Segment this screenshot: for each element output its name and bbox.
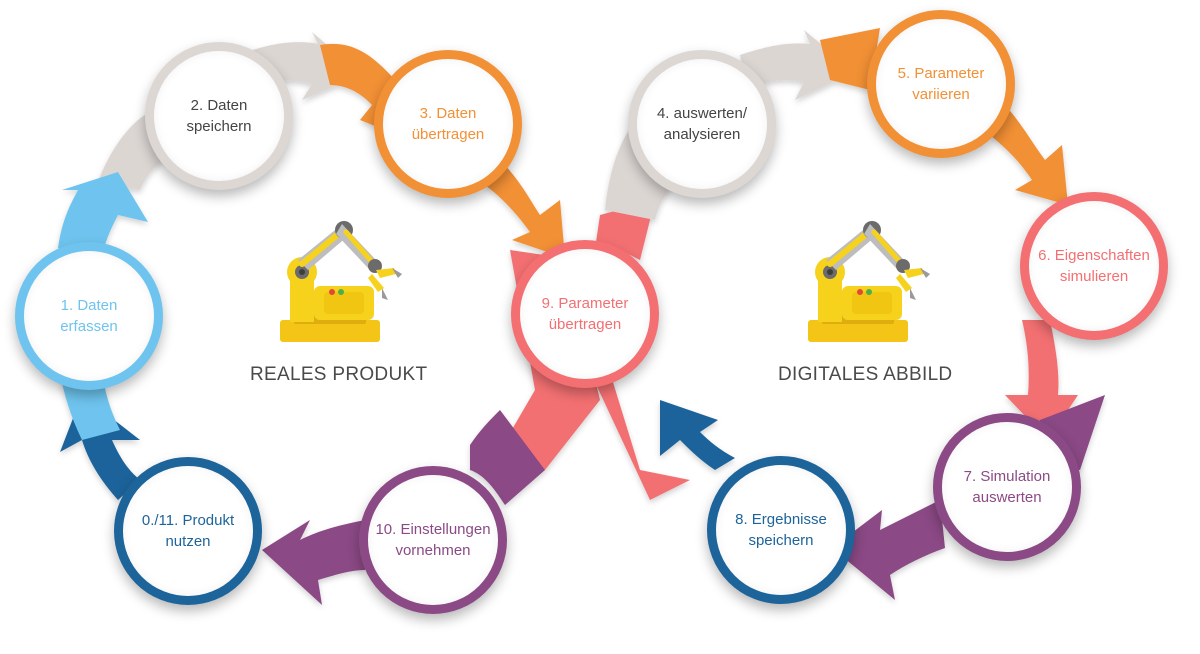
arrow-coral-6-7	[1005, 320, 1078, 440]
step-9-label-line2: übertragen	[548, 316, 622, 333]
step-5-node: 5. Parameter variieren	[867, 10, 1015, 158]
step-0-11-label-line2: nutzen	[165, 533, 211, 550]
step-1-label-line2: erfassen	[60, 318, 118, 335]
step-2-label-line1: 2. Daten	[190, 97, 248, 114]
arrow-purple-10-0	[262, 520, 365, 605]
step-8-node: 8. Ergebnisse speichern	[707, 456, 855, 604]
step-10-label-line1: 10. Einstellungen	[375, 521, 491, 538]
step-10-node: 10. Einstellungen vornehmen	[359, 466, 507, 614]
digitales-abbild-title: DIGITALES ABBILD	[778, 364, 953, 385]
step-4-label-line2: analysieren	[663, 126, 741, 143]
step-1-node: 1. Daten erfassen	[15, 242, 163, 390]
step-0-11-node: 0./11. Produkt nutzen	[114, 457, 262, 605]
step-8-label-line2: speichern	[748, 532, 814, 549]
step-8-label-line1: 8. Ergebnisse	[735, 511, 827, 528]
step-7-label-line2: auswerten	[972, 489, 1042, 506]
arrow-orange-5-6	[820, 28, 880, 90]
arrow-orange-3-9-b	[485, 160, 565, 258]
arrow-orange-5-6-b	[990, 100, 1068, 205]
step-1-label-line1: 1. Daten	[60, 297, 118, 314]
step-6-node: 6. Eigenschaften simulieren	[1020, 192, 1168, 340]
step-7-node: 7. Simulation auswerten	[933, 413, 1081, 561]
step-2-node: 2. Daten speichern	[145, 42, 293, 190]
step-4-label-line1: 4. auswerten/	[656, 105, 748, 122]
step-9-node: 9. Parameter übertragen	[511, 240, 659, 388]
step-5-label-line2: variieren	[912, 86, 970, 103]
step-6-label-line2: simulieren	[1059, 268, 1129, 285]
arrow-darkblue-8-9	[660, 400, 735, 470]
step-10-label-line2: vornehmen	[395, 542, 471, 559]
step-0-11-label-line1: 0./11. Produkt	[141, 512, 235, 529]
step-2-label-line2: speichern	[186, 118, 252, 135]
step-3-node: 3. Daten übertragen	[374, 50, 522, 198]
arrow-purple-7-8-b	[832, 500, 945, 600]
step-4-node: 4. auswerten/ analysieren	[628, 50, 776, 198]
reales-produkt-title: REALES PRODUKT	[250, 364, 428, 385]
step-3-label-line2: übertragen	[411, 126, 485, 143]
step-3-label-line1: 3. Daten	[419, 105, 477, 122]
step-6-label-line1: 6. Eigenschaften	[1038, 247, 1150, 264]
step-7-label-line1: 7. Simulation	[963, 468, 1051, 485]
arrow-gray-4-5-b	[740, 30, 855, 100]
robot-arm-icon-right	[808, 221, 930, 342]
step-5-label-line1: 5. Parameter	[897, 65, 985, 82]
arrow-purple-10	[470, 410, 545, 505]
robot-arm-icon-left	[280, 221, 402, 342]
arrow-lightblue-1-up	[58, 172, 148, 262]
step-9-label-line1: 9. Parameter	[541, 295, 629, 312]
